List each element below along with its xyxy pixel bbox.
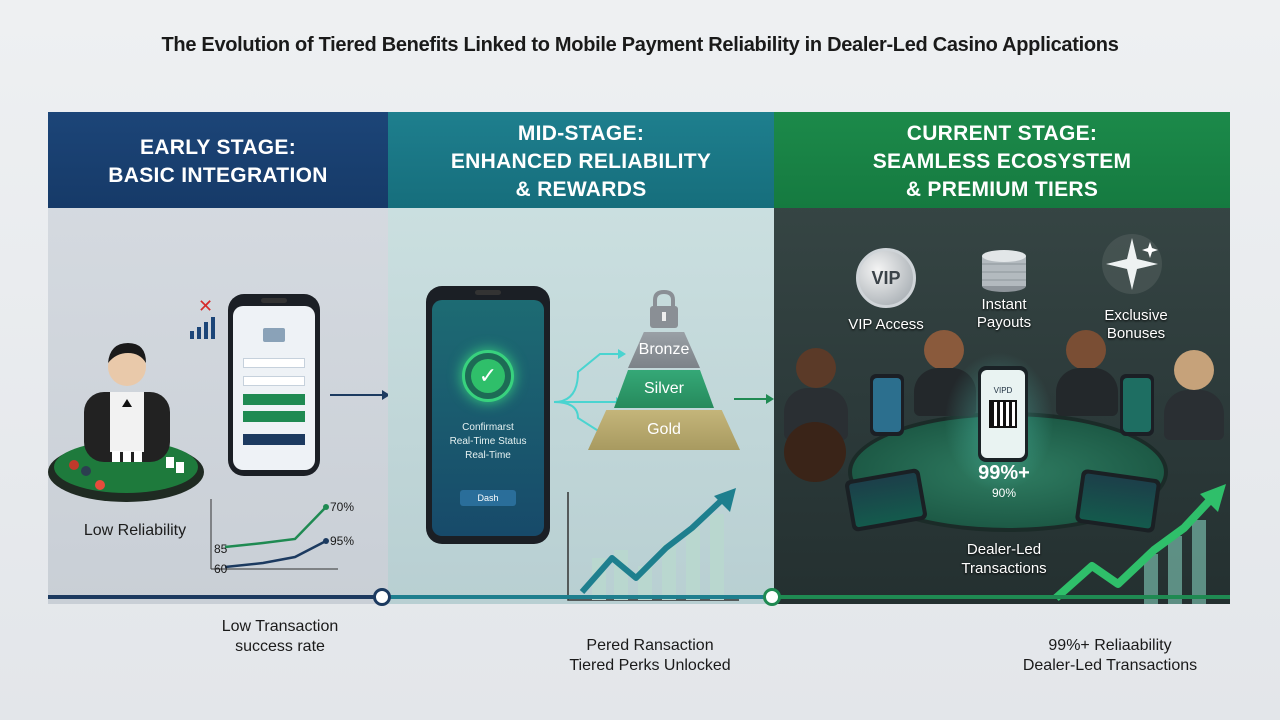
player-phone-screen [873,378,901,432]
mid-phone-screen: ✓ Confirmarst Real-Time Status Real-Time… [432,300,544,536]
early-phone [228,294,320,476]
app-row[interactable] [243,376,305,386]
instant-payouts-line2: Payouts [976,314,1032,331]
stage-early-panel: EARLY STAGE: BASIC INTEGRATION ✕ [48,112,388,604]
person-avatar [784,422,846,482]
early-mini-chart [210,499,338,570]
stat-small: 90% [991,486,1017,500]
caption-mid-line1: Pered Ransaction [586,637,714,654]
mini-chart-label: 85 [214,542,228,556]
exclusive-bonuses-label: Exclusive Bonuses [1088,307,1184,343]
tier-gold: Gold [588,410,740,450]
arrow-right-icon [330,390,388,400]
dealer-led-label: Dealer-Led Transactions [940,540,1068,578]
stage-current-header: CURRENT STAGE: SEAMLESS ECOSYSTEM & PREM… [774,112,1230,208]
phone-status-text: Real-Time Status [449,436,527,447]
player-phone [1120,374,1154,436]
app-row[interactable] [243,358,305,368]
caption-mid-line2: Tiered Perks Unlocked [569,657,731,674]
timeline-line-mid [390,595,764,599]
person-avatar [796,348,836,388]
sparkle-icon [1102,234,1162,294]
mini-chart-label: 60 [214,562,228,576]
stat-big: 99%+ [978,462,1030,484]
stage-mid-panel: MID-STAGE: ENHANCED RELIABILITY & REWARD… [388,112,774,604]
stage-early-title-line2: BASIC INTEGRATION [108,164,328,187]
error-x-icon: ✕ [198,296,214,316]
early-phone-screen [233,306,315,470]
person-avatar [914,368,976,416]
timeline-line-current [780,595,1230,599]
stage-early-title-line1: EARLY STAGE: [139,136,297,159]
caption-current-line1: 99%+ Reliaability [1048,637,1172,654]
caption-mid: Pered Ransaction Tiered Perks Unlocked [540,636,760,676]
stage-current-title-line1: CURRENT STAGE: [906,122,1098,145]
person-avatar [924,330,964,370]
vip-access-label: VIP Access [848,316,924,333]
phone-status-text: Real-Time [465,450,511,461]
app-logo-icon [263,328,285,342]
exclusive-bonuses-line2: Bonuses [1106,325,1166,342]
coin-stack-icon [982,250,1026,292]
caption-early-line2: success rate [235,638,325,655]
central-phone: VIPD [978,366,1028,462]
instant-payouts-label: Instant Payouts [958,296,1050,332]
stage-current-title-line2: SEAMLESS ECOSYSTEM [872,150,1132,173]
low-reliability-label: Low Reliability [83,522,187,539]
caption-current-line2: Dealer-Led Transactions [1022,657,1198,674]
person-avatar [1174,350,1214,390]
tablet-screen [848,472,924,528]
lock-icon [650,289,678,328]
stage-mid-title-line1: MID-STAGE: [517,122,645,145]
caption-current: 99%+ Reliaability Dealer-Led Transaction… [990,636,1230,676]
mini-chart-label: 95% [330,534,355,548]
app-button[interactable] [243,394,305,405]
dealer-led-line2: Transactions [961,560,1047,577]
qr-code-icon [989,400,1017,428]
timeline-line-early [48,595,382,599]
app-button[interactable] [243,434,305,445]
caption-early-line1: Low Transaction [221,618,339,635]
stage-mid-header: MID-STAGE: ENHANCED RELIABILITY & REWARD… [388,112,774,208]
person-avatar [1056,368,1118,416]
dealer-led-line1: Dealer-Led [966,541,1042,558]
vip-badge-icon: VIP [856,248,916,308]
stage-early-header: EARLY STAGE: BASIC INTEGRATION [48,112,388,208]
person-avatar [1066,330,1106,370]
app-button[interactable] [243,411,305,422]
timeline-node [763,588,781,606]
mid-phone: ✓ Confirmarst Real-Time Status Real-Time… [426,286,550,544]
caption-early: Low Transaction success rate [185,617,375,657]
person-avatar [1164,390,1224,440]
stage-current-title-line3: & PREMIUM TIERS [905,178,1099,201]
player-phone-screen [1123,378,1151,432]
checkmark-icon: ✓ [462,350,514,402]
phone-status-text: Confirmarst [462,422,514,433]
mini-chart-label: 70% [330,500,355,514]
qr-label: VIPD [993,386,1013,395]
stage-mid-title-line3: & REWARDS [515,178,647,201]
phone-notch [261,298,287,303]
central-phone-screen: VIPD [981,370,1025,458]
stage-current-panel: CURRENT STAGE: SEAMLESS ECOSYSTEM & PREM… [774,112,1230,604]
tier-silver: Silver [614,370,714,408]
signal-bars-icon [190,317,215,339]
phone-notch [475,290,501,295]
instant-payouts-line1: Instant [981,296,1027,313]
exclusive-bonuses-line1: Exclusive [1104,307,1168,324]
page-title: The Evolution of Tiered Benefits Linked … [161,34,1119,56]
dealer-illustration [48,343,204,502]
dash-button[interactable]: Dash [460,490,516,506]
growth-arrow-icon [1053,484,1226,604]
timeline-node [373,588,391,606]
player-phone [870,374,904,436]
mid-growth-chart [567,488,739,601]
stage-mid-title-line2: ENHANCED RELIABILITY [450,150,712,173]
arrow-right-icon [734,394,774,404]
